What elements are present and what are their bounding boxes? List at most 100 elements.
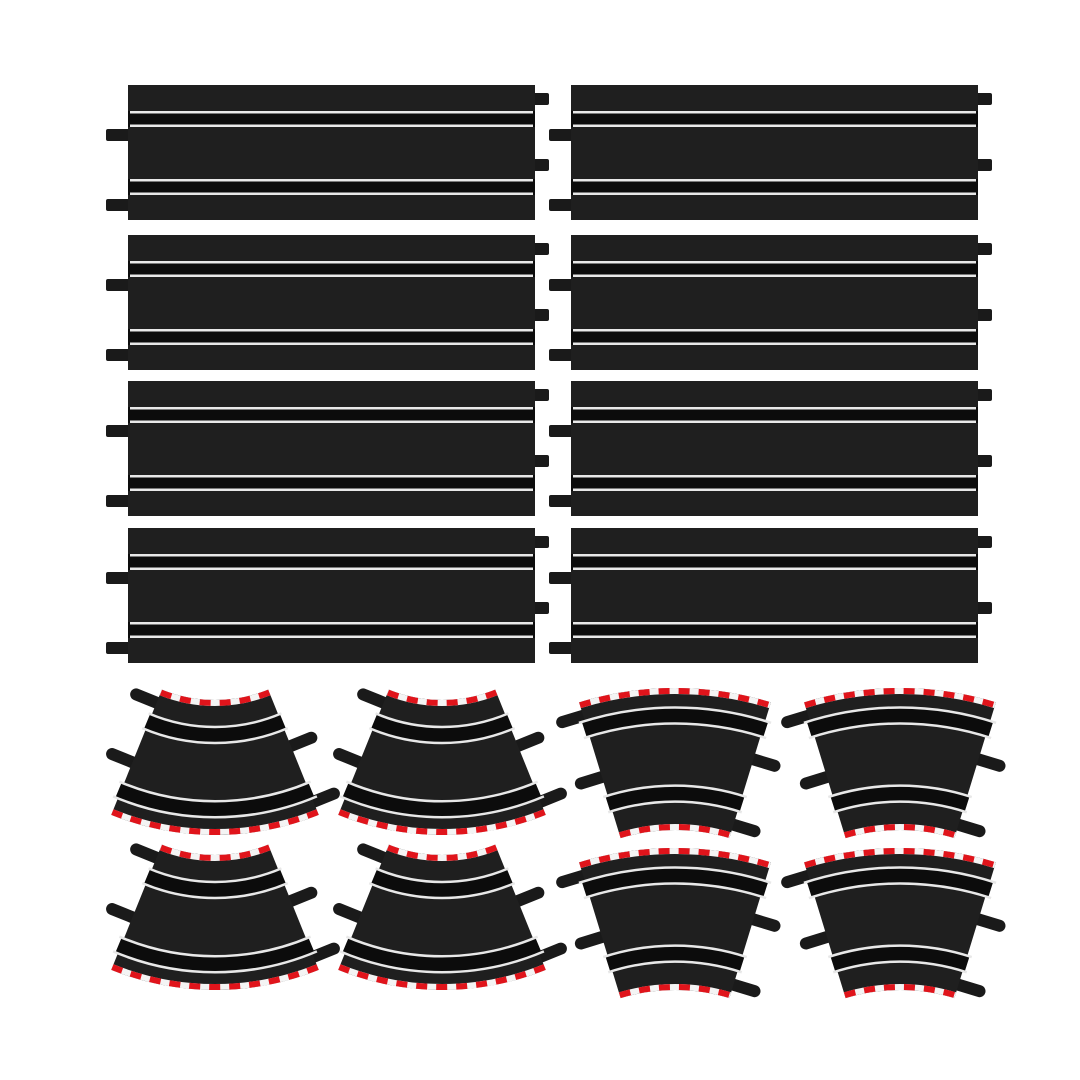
curb-red-stripes <box>338 964 546 990</box>
rail <box>583 722 767 740</box>
straight-track-piece <box>549 85 992 220</box>
straight-track-piece <box>549 528 992 663</box>
rail <box>345 935 539 958</box>
rail <box>578 706 772 725</box>
curb <box>618 824 732 839</box>
connector-tab <box>533 389 549 401</box>
rail <box>118 935 312 958</box>
connector-tab <box>747 913 781 932</box>
rail <box>141 726 289 745</box>
rail <box>130 111 533 114</box>
connector-tab <box>747 753 781 772</box>
rail <box>573 635 976 638</box>
rail <box>808 882 992 900</box>
lane-slot <box>581 707 769 738</box>
rail <box>602 784 748 799</box>
lane-slot <box>605 945 745 972</box>
connector-tab <box>106 279 130 291</box>
rail <box>573 567 976 570</box>
curb <box>618 984 732 999</box>
connector-tab <box>511 886 545 907</box>
rail <box>827 944 973 959</box>
curved-track-piece <box>781 847 1006 999</box>
lane-slot <box>370 714 514 743</box>
rail <box>130 274 533 277</box>
rail <box>832 960 968 974</box>
rail <box>130 622 533 625</box>
rail <box>573 622 976 625</box>
connector-tab <box>106 495 130 507</box>
curb-red-stripes <box>579 848 771 869</box>
curb <box>159 689 271 706</box>
track-surface <box>128 381 535 516</box>
rail <box>573 274 976 277</box>
lane-slot <box>571 261 978 277</box>
connector-tab <box>549 425 573 437</box>
lane-slot <box>806 707 994 738</box>
connector-tab <box>549 572 573 584</box>
rail <box>118 780 312 803</box>
lane-slot <box>571 554 978 570</box>
rail <box>573 407 976 410</box>
connector-tab <box>106 572 130 584</box>
connector-tab <box>106 425 130 437</box>
lane-slot <box>115 782 315 818</box>
rail <box>130 261 533 264</box>
rail <box>130 329 533 332</box>
connector-tab <box>130 688 163 709</box>
curb-red-stripes <box>338 809 546 835</box>
rail <box>130 124 533 127</box>
curb-red-stripes <box>618 824 732 839</box>
lane-slot <box>143 869 287 898</box>
track-surface <box>128 235 535 370</box>
connector-tab <box>533 243 549 255</box>
track-surface <box>571 381 978 516</box>
rail <box>583 882 767 900</box>
rail <box>803 706 997 725</box>
connector-tab <box>972 913 1006 932</box>
connector-tab <box>106 129 130 141</box>
rail <box>602 944 748 959</box>
connector-tab <box>727 818 761 838</box>
rail <box>573 179 976 182</box>
straight-track-piece <box>549 381 992 516</box>
connector-tab <box>106 748 139 769</box>
straight-track-piece <box>106 85 549 220</box>
connector-tab <box>284 886 318 907</box>
connector-tab <box>549 349 573 361</box>
rail <box>573 475 976 478</box>
connector-tab <box>574 771 608 790</box>
lane-slot <box>128 179 535 195</box>
connector-tab <box>556 709 590 729</box>
lane-slot <box>571 111 978 127</box>
rail <box>339 795 545 819</box>
connector-tab <box>533 93 549 105</box>
rail <box>573 111 976 114</box>
connector-tab <box>976 389 992 401</box>
connector-tab <box>534 942 567 963</box>
connector-tab <box>976 309 992 321</box>
rail <box>345 780 539 803</box>
rail <box>375 867 509 884</box>
rail <box>573 192 976 195</box>
connector-tab <box>533 159 549 171</box>
lane-slot <box>370 869 514 898</box>
lane-slot <box>128 554 535 570</box>
straight-track-piece <box>106 528 549 663</box>
curb <box>386 689 498 706</box>
connector-tab <box>130 843 163 864</box>
lane-slot <box>128 475 535 491</box>
connector-tab <box>106 903 139 924</box>
connector-tab <box>549 642 573 654</box>
curved-track-piece <box>106 843 340 991</box>
connector-tab <box>284 731 318 752</box>
connector-tab <box>972 753 1006 772</box>
rail <box>130 179 533 182</box>
rail <box>130 488 533 491</box>
rail <box>368 726 516 745</box>
lane-slot <box>128 261 535 277</box>
connector-tab <box>549 199 573 211</box>
lane-slot <box>128 329 535 345</box>
